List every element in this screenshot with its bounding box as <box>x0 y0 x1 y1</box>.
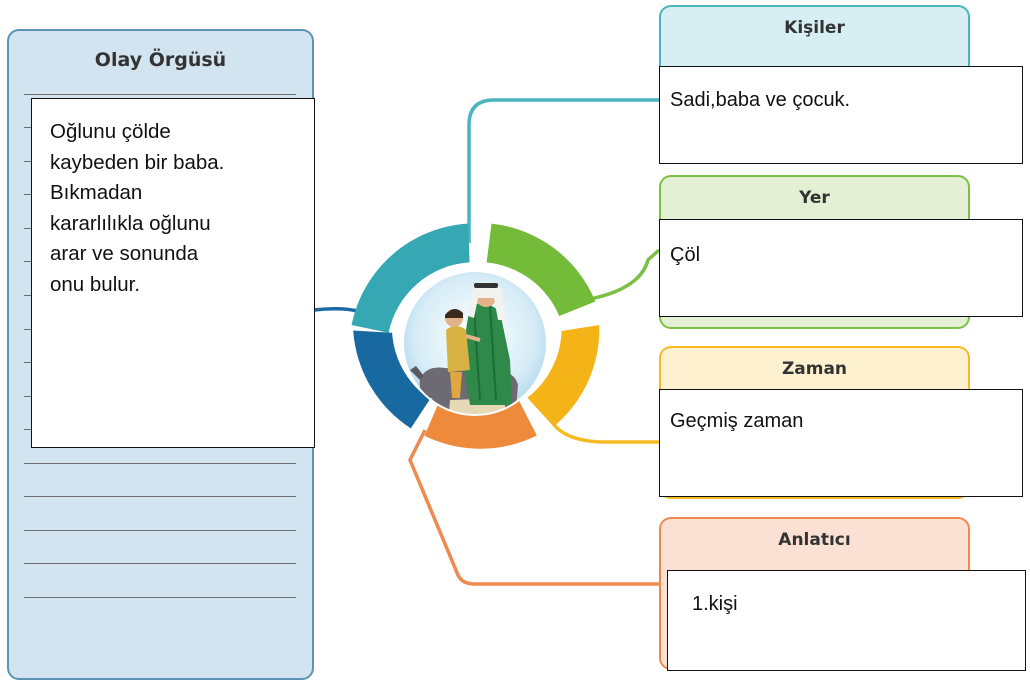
place-label: Yer <box>799 188 830 208</box>
narrator-answer-box[interactable]: 1.kişi <box>667 570 1026 671</box>
ring-segment-place <box>486 223 596 316</box>
narrator-answer: 1.kişi <box>692 593 738 615</box>
narrator-label: Anlatıcı <box>778 530 851 550</box>
writing-line <box>24 94 296 95</box>
plot-answer-line: kararlılıkla oğlunu <box>50 211 211 235</box>
plot-answer-line: Bıkmadan <box>50 181 143 204</box>
time-answer: Geçmiş zaman <box>670 410 804 432</box>
connector-narrator <box>408 429 667 586</box>
time-answer-box[interactable]: Geçmiş zaman <box>659 389 1023 497</box>
ring-segment-narrator <box>424 400 537 449</box>
plot-answer-line: Oğlunu çölde <box>50 120 171 143</box>
time-label: Zaman <box>781 359 848 379</box>
ring-segment-plot <box>353 330 430 429</box>
place-answer-box[interactable]: Çöl <box>659 219 1023 317</box>
plot-title: Olay Örgüsü <box>94 49 227 71</box>
writing-line <box>24 530 296 531</box>
place-answer: Çöl <box>670 244 701 266</box>
writing-line <box>24 496 296 497</box>
plot-answer-line: onu bulur. <box>50 272 141 296</box>
characters-answer-box[interactable]: Sadi,baba ve çocuk. <box>659 66 1023 164</box>
characters-answer: Sadi,baba ve çocuk. <box>670 89 851 111</box>
plot-answer-box[interactable]: Oğlunu çölde kaybeden bir baba. Bıkmadan… <box>31 98 315 448</box>
connector-time <box>548 417 659 444</box>
writing-line <box>24 597 296 598</box>
plot-answer-line: kaybeden bir baba. <box>50 150 225 174</box>
writing-line <box>24 463 296 464</box>
plot-answer-line: arar ve sonunda <box>50 242 199 265</box>
connector-characters <box>467 98 659 243</box>
father-son-illustration <box>402 270 548 416</box>
connector-place <box>584 248 661 302</box>
writing-line <box>24 563 296 564</box>
ring-segment-time <box>527 325 600 427</box>
characters-label: Kişiler <box>784 18 845 38</box>
ring-segment-characters <box>351 223 470 333</box>
